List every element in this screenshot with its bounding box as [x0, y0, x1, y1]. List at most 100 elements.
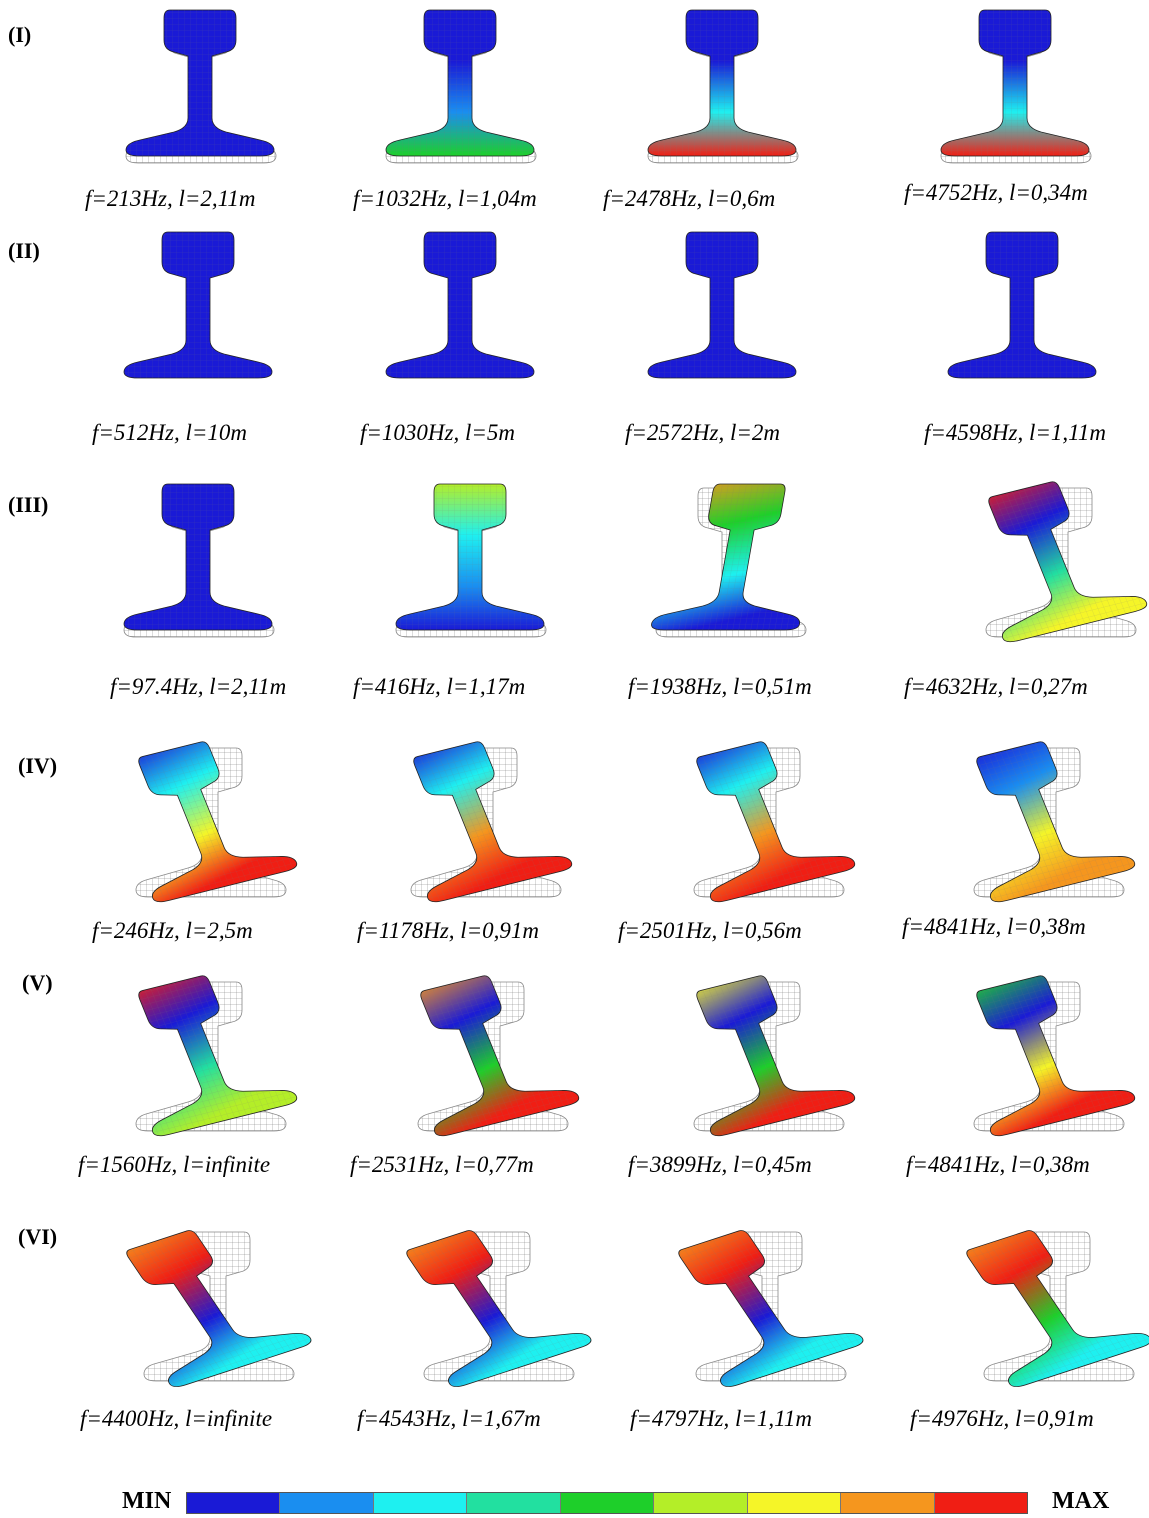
deformed-mesh — [948, 232, 1096, 378]
rail-section-svg — [985, 481, 1148, 643]
rail-section-svg — [647, 231, 797, 379]
rail-mode-3-3 — [630, 474, 830, 654]
rail-section-svg — [410, 741, 573, 903]
rail-mode-5-2 — [392, 968, 592, 1148]
rail-mode-4-2 — [385, 734, 585, 914]
deformed-mesh — [124, 484, 272, 630]
caption-2-4: f=4598Hz, l=1,11m — [924, 420, 1107, 445]
rail-section-svg — [406, 1230, 592, 1387]
rail-section-svg — [973, 741, 1136, 903]
legend-min-label: MIN — [122, 1488, 172, 1514]
rail-mode-2-4 — [922, 222, 1122, 402]
rail-section-svg — [973, 975, 1136, 1137]
deformed-mesh — [126, 1230, 311, 1387]
caption-1-4: f=4752Hz, l=0,34m — [904, 180, 1088, 205]
rail-mode-1-3 — [622, 0, 822, 180]
caption-3-2: f=416Hz, l=1,17m — [353, 674, 526, 699]
rail-section-svg — [651, 483, 807, 638]
legend-swatch-3 — [373, 1493, 468, 1513]
rail-mode-6-1 — [118, 1218, 318, 1398]
caption-1-1: f=213Hz, l=2,11m — [85, 186, 256, 211]
caption-6-1: f=4400Hz, l=infinite — [80, 1406, 273, 1431]
legend-swatch-6 — [654, 1493, 748, 1513]
legend-swatch-1 — [187, 1493, 281, 1513]
deformed-mesh — [396, 484, 544, 630]
legend-swatch-7 — [747, 1493, 842, 1513]
rail-mode-6-4 — [958, 1218, 1149, 1398]
legend-max-label: MAX — [1052, 1488, 1110, 1514]
rail-section-svg — [385, 231, 535, 379]
rail-mode-1-4 — [915, 0, 1115, 180]
caption-5-4: f=4841Hz, l=0,38m — [906, 1152, 1090, 1177]
legend-swatch-8 — [841, 1493, 935, 1513]
deformed-mesh — [976, 741, 1135, 902]
rail-section-svg — [135, 975, 298, 1137]
rail-section-svg — [678, 1230, 864, 1387]
rail-mode-3-4 — [960, 474, 1149, 654]
caption-3-4: f=4632Hz, l=0,27m — [904, 674, 1088, 699]
deformed-mesh — [124, 232, 272, 378]
rail-section-svg — [417, 975, 580, 1137]
deformed-mesh — [976, 975, 1135, 1136]
caption-5-3: f=3899Hz, l=0,45m — [628, 1152, 812, 1177]
rail-mode-3-2 — [370, 474, 570, 654]
rail-section-svg — [385, 9, 537, 164]
rail-section-svg — [135, 741, 298, 903]
caption-4-3: f=2501Hz, l=0,56m — [618, 918, 802, 943]
deformed-mesh — [696, 975, 855, 1136]
legend-swatch-5 — [560, 1493, 655, 1513]
rail-section-svg — [126, 1230, 312, 1387]
deformed-mesh — [386, 232, 534, 378]
rail-section-svg — [966, 1230, 1149, 1387]
row-label-4: (IV) — [18, 753, 58, 778]
caption-5-2: f=2531Hz, l=0,77m — [350, 1152, 534, 1177]
caption-3-3: f=1938Hz, l=0,51m — [628, 674, 812, 699]
caption-4-4: f=4841Hz, l=0,38m — [902, 914, 1086, 939]
deformed-mesh — [966, 1230, 1149, 1387]
legend-swatch-9 — [934, 1493, 1027, 1513]
caption-1-2: f=1032Hz, l=1,04m — [353, 186, 537, 211]
caption-3-1: f=97.4Hz, l=2,11m — [110, 674, 287, 699]
caption-5-1: f=1560Hz, l=infinite — [78, 1152, 271, 1177]
row-label-6: (VI) — [18, 1224, 58, 1249]
rail-mode-2-2 — [360, 222, 560, 402]
caption-6-3: f=4797Hz, l=1,11m — [630, 1406, 813, 1431]
legend-colorbar — [186, 1492, 1028, 1514]
rail-mode-4-1 — [110, 734, 310, 914]
legend-swatch-4 — [467, 1493, 561, 1513]
caption-1-3: f=2478Hz, l=0,6m — [603, 186, 776, 211]
deformed-mesh — [941, 10, 1089, 156]
deformed-mesh — [648, 232, 796, 378]
rail-mode-4-4 — [948, 734, 1148, 914]
deformed-mesh — [138, 975, 297, 1136]
caption-4-1: f=246Hz, l=2,5m — [92, 918, 253, 943]
rail-mode-2-1 — [98, 222, 298, 402]
rail-mode-1-2 — [360, 0, 560, 180]
rail-mode-3-1 — [98, 474, 298, 654]
rail-mode-5-4 — [948, 968, 1148, 1148]
rail-section-svg — [123, 483, 275, 638]
rail-mode-5-3 — [668, 968, 868, 1148]
row-label-2: (II) — [8, 238, 40, 263]
rail-section-svg — [125, 9, 277, 164]
rail-mode-1-1 — [100, 0, 300, 180]
deformed-mesh — [386, 10, 534, 156]
deformed-mesh — [420, 975, 579, 1136]
caption-2-2: f=1030Hz, l=5m — [360, 420, 515, 445]
legend-swatch-2 — [280, 1493, 374, 1513]
deformed-mesh — [678, 1230, 863, 1387]
rail-section-svg — [947, 231, 1097, 379]
deformed-mesh — [413, 741, 572, 902]
rail-section-svg — [693, 975, 856, 1137]
rail-section-svg — [693, 741, 856, 903]
rail-mode-6-2 — [398, 1218, 598, 1398]
caption-6-2: f=4543Hz, l=1,67m — [357, 1406, 541, 1431]
deformed-mesh — [648, 10, 796, 156]
row-label-3: (III) — [8, 492, 49, 517]
deformed-mesh — [651, 484, 800, 630]
caption-4-2: f=1178Hz, l=0,91m — [357, 918, 540, 943]
deformed-mesh — [406, 1230, 591, 1387]
caption-6-4: f=4976Hz, l=0,91m — [910, 1406, 1094, 1431]
deformed-mesh — [696, 741, 855, 902]
rail-section-svg — [123, 231, 273, 379]
